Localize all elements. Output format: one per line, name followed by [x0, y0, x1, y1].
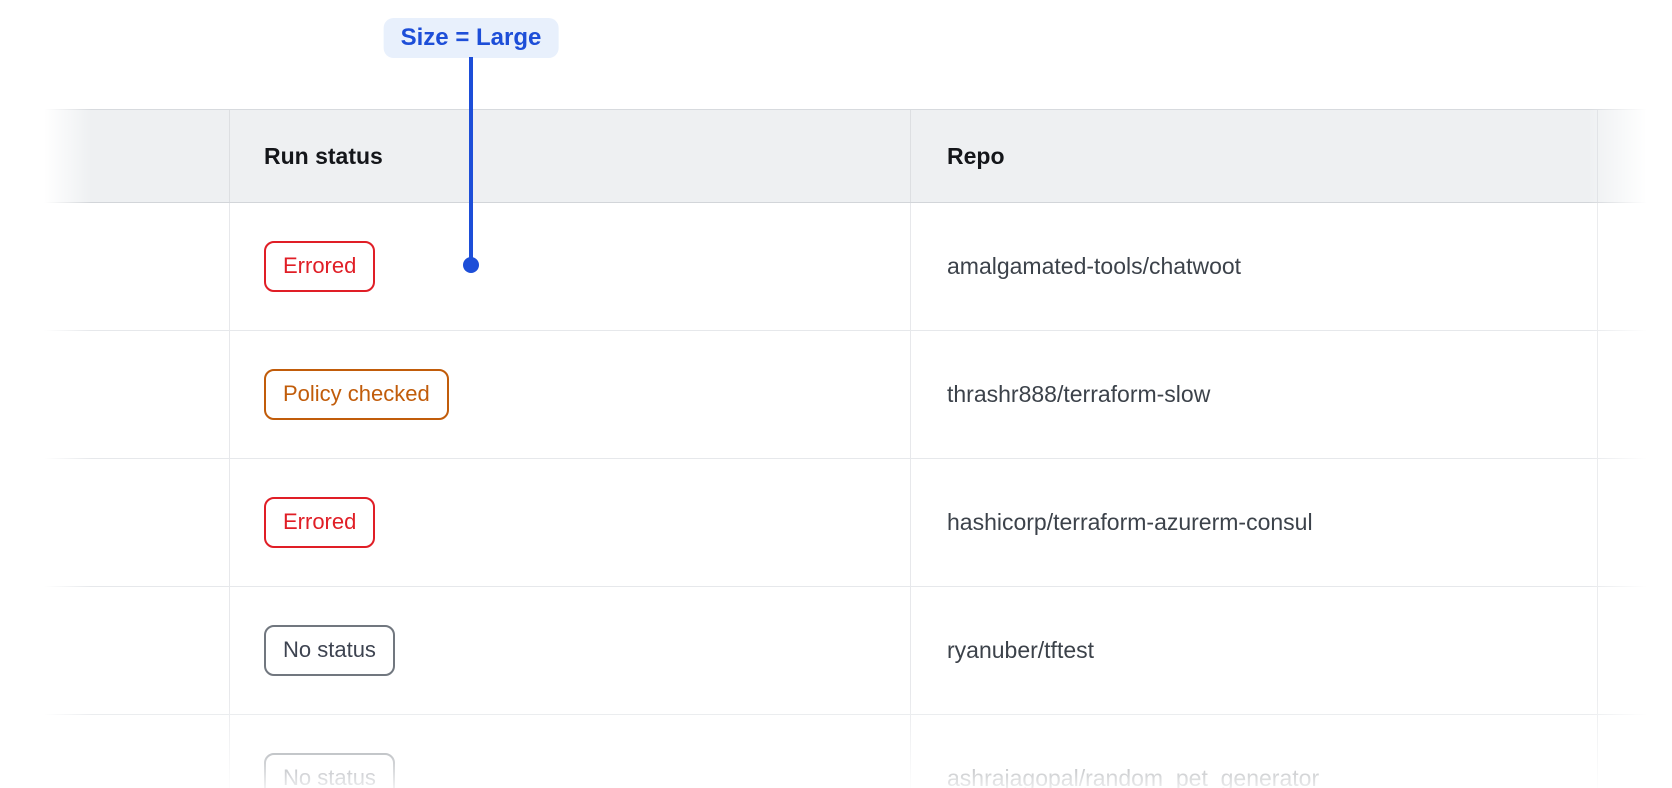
row-cell-trailing — [1598, 715, 1672, 788]
status-badge: Errored — [264, 241, 376, 292]
row-cell-repo: thrashr888/terraform-slow — [911, 331, 1598, 458]
repo-name: amalgamated-tools/chatwoot — [947, 253, 1242, 279]
status-badge: Errored — [264, 497, 376, 548]
row-cell-repo: ryanuber/tftest — [911, 587, 1598, 714]
header-cell-run-status: Run status — [230, 110, 911, 202]
header-cell-trailing — [1598, 110, 1672, 202]
table-row[interactable]: No status ryanuber/tftest — [0, 587, 1672, 715]
row-cell-empty — [0, 203, 230, 330]
repo-name: thrashr888/terraform-slow — [947, 381, 1211, 407]
row-cell-status: Errored — [230, 459, 911, 586]
row-cell-trailing — [1598, 587, 1672, 714]
row-cell-trailing — [1598, 203, 1672, 330]
run-status-column-header: Run status — [264, 142, 383, 169]
row-cell-trailing — [1598, 331, 1672, 458]
table-header-row: Run status Repo — [0, 109, 1672, 203]
repo-name: hashicorp/terraform-azurerm-consul — [947, 509, 1313, 535]
row-cell-empty — [0, 587, 230, 714]
table-row[interactable]: Policy checked thrashr888/terraform-slow — [0, 331, 1672, 459]
table-row[interactable]: Errored hashicorp/terraform-azurerm-cons… — [0, 459, 1672, 587]
header-cell-empty — [0, 110, 230, 202]
status-badge: Policy checked — [264, 369, 449, 420]
table-row[interactable]: No status ashrajagopal/random_pet_genera… — [0, 715, 1672, 788]
size-callout-label: Size = Large — [383, 18, 559, 58]
size-callout-dot-icon — [463, 257, 479, 273]
status-badge: No status — [264, 753, 395, 788]
row-cell-empty — [0, 459, 230, 586]
row-cell-status: No status — [230, 587, 911, 714]
row-cell-empty — [0, 331, 230, 458]
runs-table: Run status Repo Errored amalgamated-tool… — [0, 109, 1672, 788]
size-callout-line — [469, 57, 473, 265]
table-row[interactable]: Errored amalgamated-tools/chatwoot — [0, 203, 1672, 331]
header-cell-repo: Repo — [911, 110, 1598, 202]
repo-column-header: Repo — [947, 142, 1005, 169]
row-cell-status: No status — [230, 715, 911, 788]
repo-name: ashrajagopal/random_pet_generator — [947, 765, 1320, 788]
row-cell-repo: ashrajagopal/random_pet_generator — [911, 715, 1598, 788]
row-cell-repo: hashicorp/terraform-azurerm-consul — [911, 459, 1598, 586]
status-badge: No status — [264, 625, 395, 676]
row-cell-status: Errored — [230, 203, 911, 330]
row-cell-status: Policy checked — [230, 331, 911, 458]
row-cell-trailing — [1598, 459, 1672, 586]
row-cell-repo: amalgamated-tools/chatwoot — [911, 203, 1598, 330]
repo-name: ryanuber/tftest — [947, 637, 1095, 663]
row-cell-empty — [0, 715, 230, 788]
